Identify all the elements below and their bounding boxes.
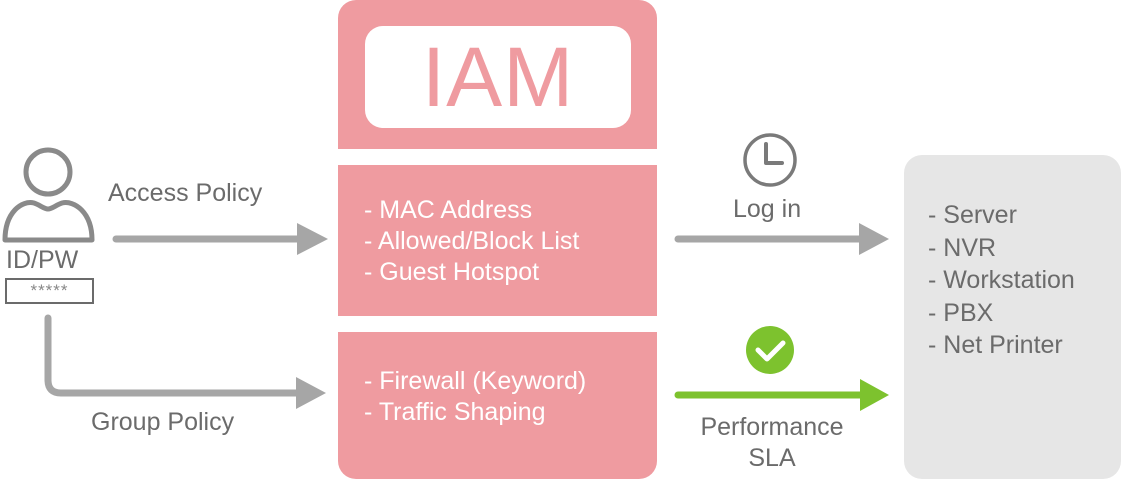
target-item: - Server — [928, 201, 1017, 229]
login-arrow — [674, 223, 889, 255]
target-item: - NVR — [928, 233, 997, 262]
access-policy-arrow — [112, 223, 328, 255]
iam-title-box: IAM — [365, 26, 631, 128]
group-feature-list: - Firewall (Keyword) - Traffic Shaping — [364, 366, 586, 428]
feature-item: - MAC Address — [364, 196, 533, 224]
feature-item: - Traffic Shaping — [364, 398, 546, 426]
login-label: Log in — [733, 195, 802, 223]
person-icon — [2, 147, 95, 243]
feature-item: - Guest Hotspot — [364, 258, 540, 286]
access-feature-list: - MAC Address - Allowed/Block List - Gue… — [364, 195, 579, 288]
performance-label-line1: Performance — [700, 413, 844, 441]
feature-item: - Allowed/Block List — [364, 227, 580, 255]
password-mask: ***** — [30, 281, 69, 300]
performance-arrow — [674, 379, 889, 411]
iam-access-features: - MAC Address - Allowed/Block List - Gue… — [338, 165, 657, 316]
target-item: - Workstation — [928, 266, 1075, 294]
performance-sla-label: Performance SLA — [686, 412, 858, 474]
iam-title: IAM — [421, 30, 575, 124]
target-list: - Server - NVR - Workstation - PBX - Net… — [928, 199, 1075, 362]
target-item: - PBX — [928, 298, 994, 327]
credential-label: ID/PW — [6, 246, 79, 274]
target-item: - Net Printer — [928, 331, 1063, 359]
performance-label-line2: SLA — [748, 444, 796, 472]
group-policy-label: Group Policy — [91, 408, 235, 436]
clock-icon — [743, 133, 797, 187]
access-policy-label: Access Policy — [108, 179, 263, 207]
check-circle-icon — [746, 326, 794, 374]
password-field: ***** — [5, 278, 94, 304]
iam-group-features: - Firewall (Keyword) - Traffic Shaping — [338, 332, 657, 479]
feature-item: - Firewall (Keyword) — [364, 367, 587, 395]
group-policy-arrow — [44, 314, 326, 409]
targets-panel: - Server - NVR - Workstation - PBX - Net… — [904, 155, 1121, 479]
